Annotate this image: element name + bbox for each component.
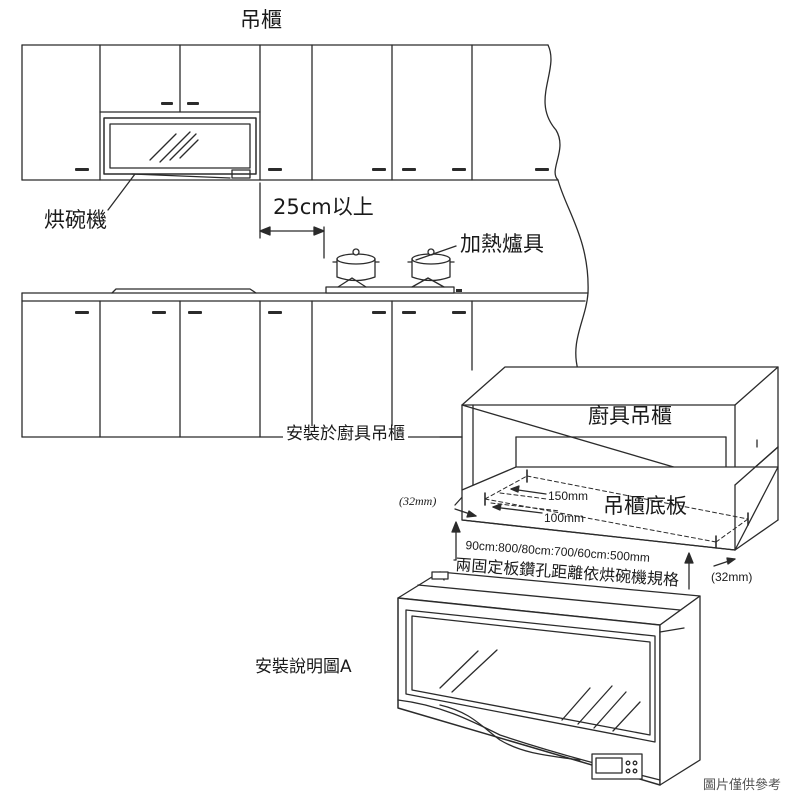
dim-150-arrow <box>510 485 547 495</box>
dim-32-left-label: (32mm) <box>399 494 437 508</box>
break-line <box>544 44 589 371</box>
stove-label: 加熱爐具 <box>460 232 544 256</box>
dish-dryer-label: 烘碗機 <box>44 208 107 232</box>
clearance-label: 25cm以上 <box>273 195 374 219</box>
kitchen-cabinet-3d <box>454 366 779 551</box>
kitchen-cabinet-label: 廚具吊櫃 <box>588 404 672 428</box>
pot-right <box>407 248 455 282</box>
dim-100-label: 100mm <box>544 511 585 525</box>
cabinet-bottom-board-label: 吊櫃底板 <box>603 494 687 518</box>
dim-100-arrow <box>492 503 543 514</box>
disclaimer-text: 圖片僅供參考 <box>703 778 782 793</box>
dim-32-left-arrow <box>454 508 477 518</box>
install-on-cabinet-label: 安裝於廚具吊櫃 <box>283 426 408 443</box>
upper-cabinet-label: 吊櫃 <box>240 8 282 32</box>
spacing-bracket <box>451 521 694 590</box>
dim-150-label: 150mm <box>548 489 589 503</box>
cabinet-dashed-guides <box>484 475 749 543</box>
sink-recess <box>111 288 257 294</box>
clearance-dimension <box>259 182 325 259</box>
dim-32-right-label: (32mm) <box>711 570 753 584</box>
diagram-caption: 安裝說明圖A <box>255 657 352 677</box>
upper-cabinet-row <box>21 44 559 181</box>
stove-leader <box>415 245 457 261</box>
dish-dryer-small <box>103 117 257 179</box>
pot-left <box>332 248 380 282</box>
countertop <box>21 292 589 302</box>
cabinet-handles-upper <box>75 102 549 171</box>
stove-unit <box>325 277 462 294</box>
dish-dryer-large <box>397 571 701 786</box>
dish-dryer-leader <box>107 173 136 211</box>
dim-32-right-arrow <box>713 557 736 567</box>
lower-cabinet-row <box>21 300 473 438</box>
cabinet-handles-lower <box>75 311 466 314</box>
